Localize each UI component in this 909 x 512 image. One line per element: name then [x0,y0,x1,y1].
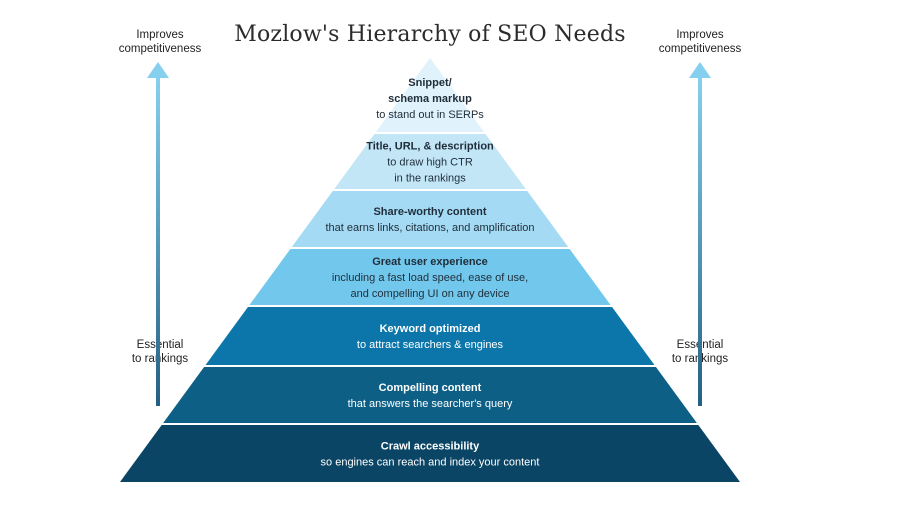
tier-4-description: including a fast load speed, ease of use… [332,272,528,284]
diagram-title: Mozlow's Hierarchy of SEO Needs [234,22,626,47]
tier-3-shape [205,307,655,365]
tier-7-title: schema markup [388,93,472,105]
tier-7-shape [375,58,485,132]
tier-4-description: and compelling UI on any device [351,288,510,300]
right-top-label: Improves competitiveness [640,28,760,56]
tier-1-description: so engines can reach and index your cont… [321,457,540,469]
left-top-label: Improves competitiveness [100,28,220,56]
tier-6-description: to draw high CTR [387,157,473,169]
tier-6-description: in the rankings [394,173,466,185]
tier-5-title: Share-worthy content [373,206,486,218]
tier-5-description: that earns links, citations, and amplifi… [325,222,534,234]
tier-4-title: Great user experience [372,256,488,268]
right-top-label-line-1: Improves [676,29,724,41]
tier-7-title: Snippet/ [408,77,451,89]
tier-6-title: Title, URL, & description [366,141,494,153]
tier-2-shape [163,367,697,423]
tier-1-shape [120,425,740,482]
tier-7-description: to stand out in SERPs [376,109,484,121]
tier-5-shape [291,191,569,247]
left-arrow-icon [147,62,169,406]
tier-1-title: Crawl accessibility [381,441,480,453]
tier-6-shape [334,134,526,189]
left-top-label-line-2: competitiveness [118,43,202,55]
tier-3-description: to attract searchers & engines [357,339,504,351]
left-top-label-line-1: Improves [136,29,184,41]
tier-2-description: that answers the searcher's query [348,398,513,410]
right-top-label-line-2: competitiveness [658,43,742,55]
tier-2-title: Compelling content [379,382,482,394]
right-arrow-icon [689,62,711,406]
tier-3-title: Keyword optimized [380,323,481,335]
tier-4-shape [249,249,611,305]
